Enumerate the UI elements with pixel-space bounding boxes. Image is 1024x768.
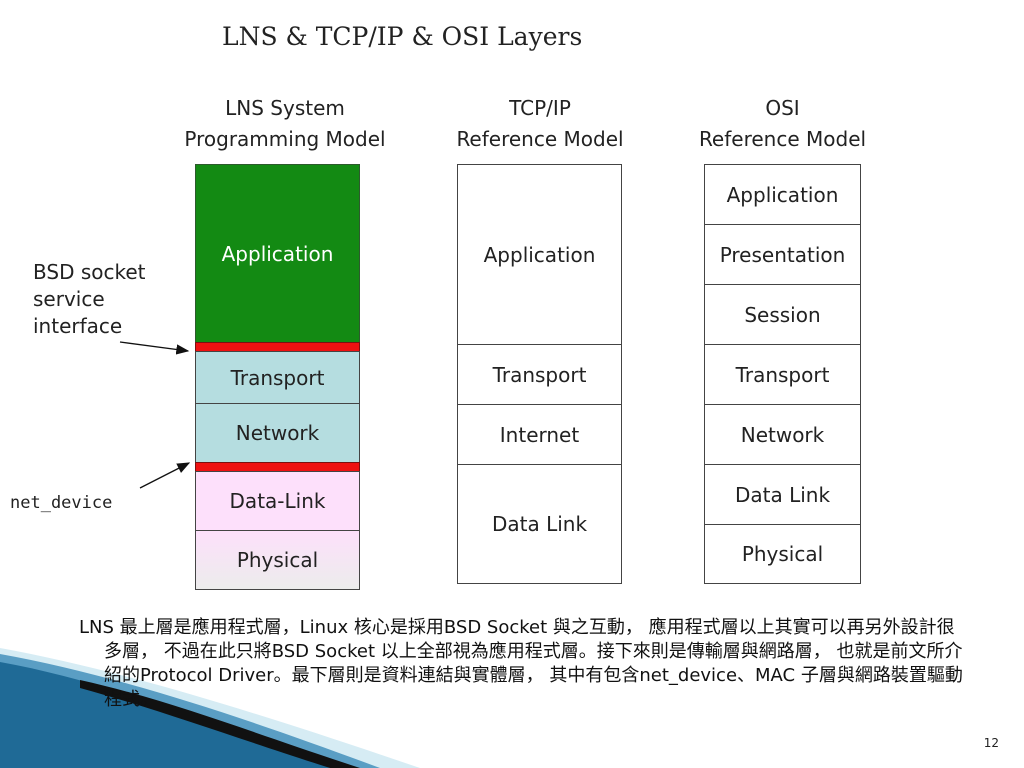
osi-layer-presentation-label: Presentation bbox=[719, 242, 846, 267]
slide-body-text: LNS 最上層是應用程式層，Linux 核心是採用BSD Socket 與之互動… bbox=[79, 616, 969, 712]
lns-layer-datalink: Data-Link bbox=[195, 471, 360, 531]
tcpip-layer-internet-label: Internet bbox=[499, 422, 580, 447]
osi-layer-session-label: Session bbox=[744, 302, 821, 327]
osi-layer-physical-label: Physical bbox=[741, 542, 824, 566]
body-paragraph: LNS 最上層是應用程式層，Linux 核心是採用BSD Socket 與之互動… bbox=[79, 617, 963, 710]
tcpip-stack: Application Transport Internet Data Link bbox=[457, 164, 622, 584]
tcpip-layer-transport-label: Transport bbox=[492, 362, 587, 387]
lns-layer-network: Network bbox=[195, 403, 360, 463]
osi-column-heading: OSI Reference Model bbox=[675, 93, 890, 155]
lns-layer-physical: Physical bbox=[195, 530, 360, 590]
net-device-annotation: net_device bbox=[10, 493, 113, 513]
lns-stack: Application Transport Network Data-Link … bbox=[195, 164, 360, 590]
osi-heading-line1: OSI bbox=[765, 96, 800, 120]
lns-column-heading: LNS System Programming Model bbox=[165, 93, 405, 155]
osi-layer-session: Session bbox=[704, 284, 861, 345]
tcpip-layer-application-label: Application bbox=[483, 242, 596, 267]
page-number: 12 bbox=[983, 736, 999, 750]
osi-layer-application-label: Application bbox=[726, 182, 839, 207]
tcpip-layer-datalink: Data Link bbox=[457, 464, 622, 584]
tcpip-heading-line2: Reference Model bbox=[456, 127, 624, 151]
osi-layer-transport-label: Transport bbox=[735, 362, 830, 387]
lns-heading-line2: Programming Model bbox=[184, 127, 386, 151]
bsd-annotation-line3: interface bbox=[33, 314, 123, 338]
tcpip-column-heading: TCP/IP Reference Model bbox=[430, 93, 650, 155]
osi-layer-application: Application bbox=[704, 164, 861, 225]
tcpip-layer-transport: Transport bbox=[457, 344, 622, 405]
bsd-socket-annotation: BSD socket service interface bbox=[33, 259, 146, 340]
tcpip-layer-datalink-label: Data Link bbox=[491, 512, 588, 536]
lns-layer-network-label: Network bbox=[235, 421, 320, 445]
bsd-annotation-line2: service bbox=[33, 287, 105, 311]
lns-layer-transport-label: Transport bbox=[230, 365, 325, 390]
bsd-socket-arrow bbox=[119, 341, 190, 355]
osi-heading-line2: Reference Model bbox=[698, 127, 867, 151]
tcpip-layer-internet: Internet bbox=[457, 404, 622, 465]
lns-layer-application-label: Application bbox=[221, 242, 334, 266]
decorative-swoosh bbox=[0, 648, 420, 768]
lns-layer-datalink-label: Data-Link bbox=[229, 489, 326, 513]
osi-layer-physical: Physical bbox=[704, 524, 861, 584]
bsd-annotation-line1: BSD socket bbox=[33, 260, 146, 284]
lns-layer-physical-label: Physical bbox=[236, 548, 319, 572]
net-device-arrow bbox=[139, 462, 191, 489]
tcpip-heading-line1: TCP/IP bbox=[509, 96, 571, 120]
lns-layer-application: Application bbox=[195, 164, 360, 344]
osi-layer-network-label: Network bbox=[740, 422, 825, 447]
osi-layer-datalink-label: Data Link bbox=[734, 482, 831, 507]
slide-title: LNS & TCP/IP & OSI Layers bbox=[222, 22, 583, 51]
lns-layer-transport: Transport bbox=[195, 351, 360, 404]
tcpip-layer-application: Application bbox=[457, 164, 622, 345]
lns-heading-line1: LNS System bbox=[225, 96, 345, 120]
osi-stack: Application Presentation Session Transpo… bbox=[704, 164, 861, 584]
